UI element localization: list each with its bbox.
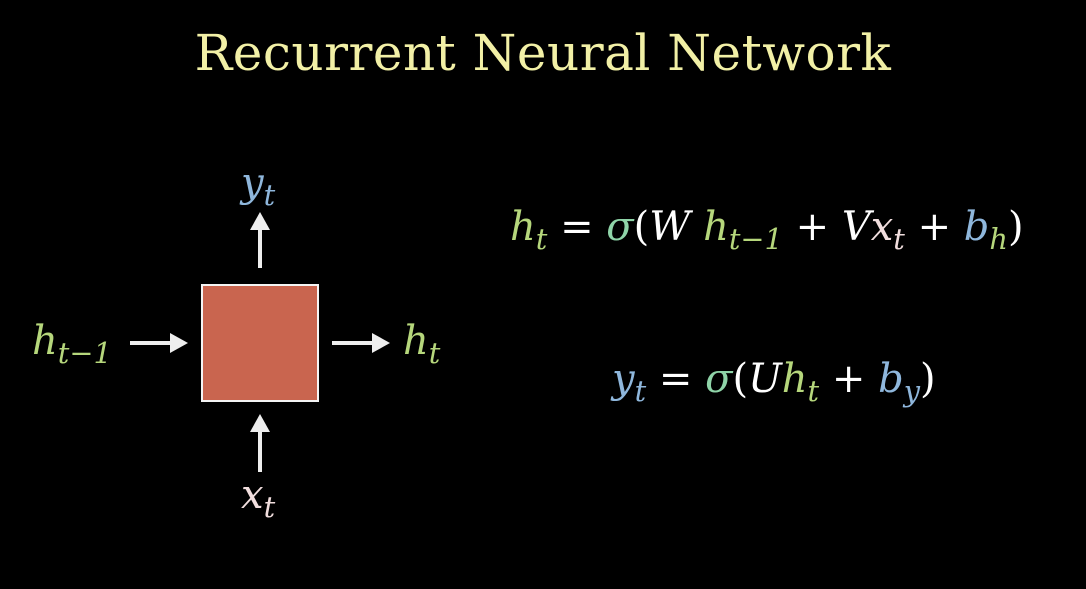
prev-hidden-label: ht−1 [32,318,112,371]
arrow-right-in-icon [130,333,188,353]
arrow-up-input-icon [250,414,270,472]
output-equation: yt = σ(Uht + by) [612,356,936,409]
output-label: yt [241,160,276,213]
page-title: Recurrent Neural Network [194,24,892,82]
rnn-cell [201,284,319,402]
hidden-state-equation: ht = σ(W ht−1 + Vxt + bh) [510,204,1024,257]
next-hidden-label: ht [403,318,441,371]
input-label: xt [241,472,276,525]
arrow-right-out-icon [332,333,390,353]
arrow-up-output-icon [250,212,270,268]
